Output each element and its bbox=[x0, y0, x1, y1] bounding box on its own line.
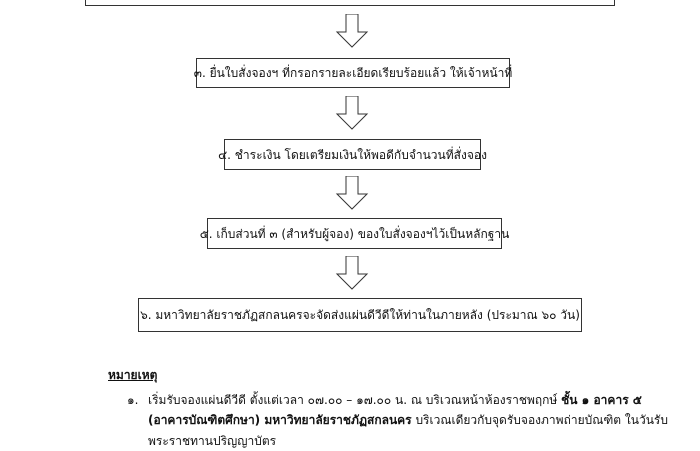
note-item-number: ๑. bbox=[127, 393, 139, 407]
note-line-1-text: เริ่มรับจองแผ่นดีวีดี ตั้งแต่เวลา ๐๗.๐๐ … bbox=[148, 393, 562, 407]
notes-title: หมายเหตุ bbox=[108, 368, 158, 382]
down-arrow-icon bbox=[335, 14, 369, 48]
note-line-2-bold: (อาคารบัณฑิตศึกษา) มหาวิทยาลัยราชภัฏสกลน… bbox=[148, 413, 412, 427]
flow-step-3: ๓. ยื่นใบสั่งจองฯ ที่กรอกรายละเอียดเรียบ… bbox=[193, 58, 513, 88]
note-item-line-3: พระราชทานปริญญาบัตร bbox=[148, 434, 277, 448]
flow-step-6: ๖. มหาวิทยาลัยราชภัฏสกลนครจะจัดส่งแผ่นดี… bbox=[138, 298, 582, 332]
down-arrow-icon bbox=[335, 176, 369, 210]
flow-step-box-previous bbox=[85, 0, 615, 6]
flow-step-6-text: ๖. มหาวิทยาลัยราชภัฏสกลนครจะจัดส่งแผ่นดี… bbox=[140, 308, 580, 322]
note-line-1-bold: ชั้น ๑ อาคาร ๕ bbox=[561, 393, 642, 407]
note-item-line-1: เริ่มรับจองแผ่นดีวีดี ตั้งแต่เวลา ๐๗.๐๐ … bbox=[148, 391, 642, 410]
note-line-2-text: บริเวณเดียวกับจุดรับจองภาพถ่ายบัณฑิต ในว… bbox=[411, 413, 668, 427]
flow-step-4-text: ๔. ชำระเงิน โดยเตรียมเงินให้พอดีกับจำนวน… bbox=[218, 147, 487, 162]
note-item-line-2: (อาคารบัณฑิตศึกษา) มหาวิทยาลัยราชภัฏสกลน… bbox=[148, 411, 668, 430]
down-arrow-icon bbox=[335, 256, 369, 290]
flow-step-3-text: ๓. ยื่นใบสั่งจองฯ ที่กรอกรายละเอียดเรียบ… bbox=[193, 66, 513, 80]
flow-step-4: ๔. ชำระเงิน โดยเตรียมเงินให้พอดีกับจำนวน… bbox=[218, 139, 487, 170]
flow-step-5-text: ๕. เก็บส่วนที่ ๓ (สำหรับผู้จอง) ของใบสั่… bbox=[199, 226, 510, 241]
flow-step-5: ๕. เก็บส่วนที่ ๓ (สำหรับผู้จอง) ของใบสั่… bbox=[200, 218, 509, 249]
down-arrow-icon bbox=[335, 96, 369, 130]
